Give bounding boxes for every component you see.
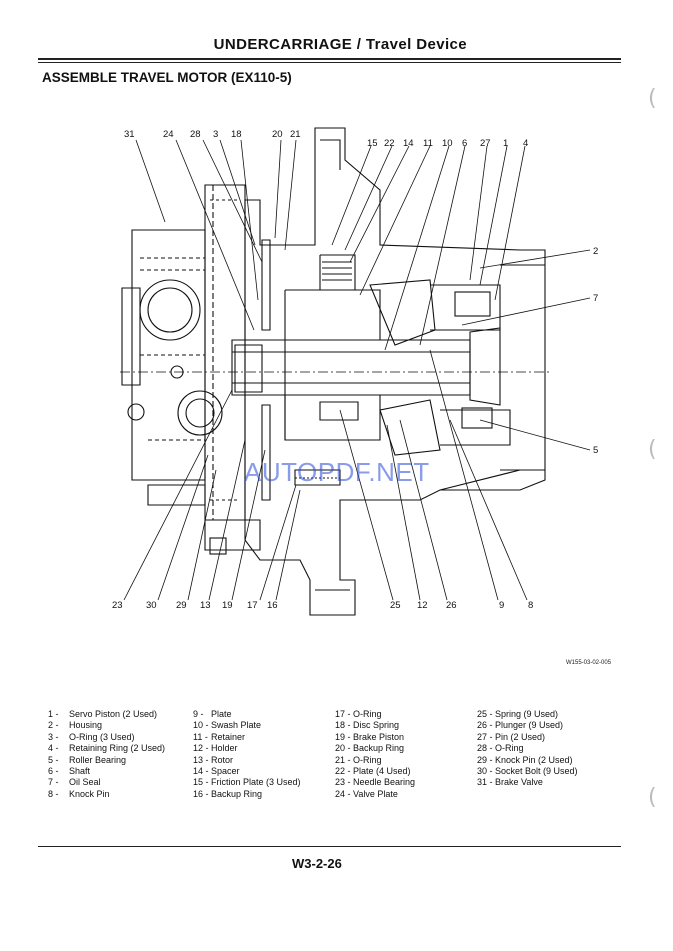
callout-label: 11	[423, 138, 433, 149]
callout-label: 15	[367, 138, 378, 149]
legend-item: 22 -Plate (4 Used)	[335, 766, 411, 777]
header-rule-thin	[38, 62, 621, 63]
callout-label: 28	[190, 129, 201, 140]
callout-label: 19	[222, 600, 233, 611]
legend-item: 14 -Spacer	[193, 766, 240, 777]
page-number: W3-2-26	[292, 856, 342, 871]
legend-item: 8 -Knock Pin	[48, 788, 110, 799]
legend-item: 23 -Needle Bearing	[335, 777, 416, 788]
legend-item: 4 -Retaining Ring (2 Used)	[48, 743, 166, 754]
legend-item: 5 -Roller Bearing	[48, 754, 127, 765]
callout-label: 4	[523, 138, 528, 149]
legend-item: 21 -O-Ring	[335, 754, 382, 765]
binder-hole-mark: (	[648, 86, 657, 111]
callout-label: 18	[231, 129, 242, 140]
legend-item: 26 -Plunger (9 Used)	[477, 720, 564, 731]
callout-label: 21	[290, 129, 301, 140]
callout-label: 30	[146, 600, 157, 611]
legend-item: 11 -Retainer	[193, 731, 246, 742]
legend-item: 29 -Knock Pin (2 Used)	[477, 754, 573, 765]
callout-label: 29	[176, 600, 187, 611]
callout-label: 10	[442, 138, 453, 149]
legend-item: 7 -Oil Seal	[48, 777, 101, 788]
legend-item: 15 -Friction Plate (3 Used)	[193, 777, 301, 788]
callout-label: 23	[112, 600, 123, 611]
section-title: ASSEMBLE TRAVEL MOTOR (EX110-5)	[42, 70, 292, 85]
legend-item: 12 -Holder	[193, 743, 238, 754]
callout-label: 17	[247, 600, 258, 611]
legend-item: 13 -Rotor	[193, 754, 234, 765]
callout-label: 5	[593, 445, 598, 456]
callout-label: 20	[272, 129, 283, 140]
callout-label: 14	[403, 138, 414, 149]
legend-item: 10 -Swash Plate	[193, 720, 262, 731]
binder-hole-mark: (	[648, 437, 657, 462]
binder-hole-mark: (	[648, 785, 657, 810]
callout-label: 12	[417, 600, 428, 611]
callout-label: 25	[390, 600, 401, 611]
callout-label: 16	[267, 600, 278, 611]
legend-item: 18 -Disc Spring	[335, 720, 400, 731]
legend-item: 3 -O-Ring (3 Used)	[48, 731, 135, 742]
legend-item: 30 -Socket Bolt (9 Used)	[477, 766, 578, 777]
legend-item: 28 -O-Ring	[477, 743, 524, 754]
legend-item: 25 -Spring (9 Used)	[477, 709, 559, 719]
callout-label: 27	[480, 138, 491, 149]
callout-label: 1	[503, 138, 508, 149]
legend-item: 19 -Brake Piston	[335, 731, 405, 742]
legend-item: 9 -Plate	[193, 709, 232, 719]
parts-legend-column-2: 9 -Plate 10 -Swash Plate 11 -Retainer 12…	[193, 709, 301, 800]
parts-legend-column-3: 17 -O-Ring 18 -Disc Spring 19 -Brake Pis…	[335, 709, 415, 800]
callout-label: 7	[593, 293, 598, 304]
legend-item: 17 -O-Ring	[335, 709, 382, 719]
callout-label: 26	[446, 600, 457, 611]
legend-item: 1 -Servo Piston (2 Used)	[48, 709, 158, 719]
legend-item: 20 -Backup Ring	[335, 743, 405, 754]
callout-label: 8	[528, 600, 533, 611]
watermark-text: AUTOPDF.NET	[244, 457, 430, 487]
parts-legend-column-1: 1 -Servo Piston (2 Used) 2 -Housing 3 -O…	[48, 709, 165, 800]
legend-item: 16 -Backup Ring	[193, 788, 263, 799]
legend-item: 27 -Pin (2 Used)	[477, 731, 546, 742]
footer-rule	[38, 846, 621, 847]
callout-label: 24	[163, 129, 174, 140]
figure-code: W155-03-02-005	[566, 660, 612, 666]
callout-label: 6	[462, 138, 467, 149]
callout-label: 22	[384, 138, 395, 149]
callout-label: 31	[124, 129, 135, 140]
parts-legend-column-4: 25 -Spring (9 Used) 26 -Plunger (9 Used)…	[477, 709, 578, 789]
legend-item: 6 -Shaft	[48, 766, 91, 777]
legend-item: 24 -Valve Plate	[335, 788, 398, 799]
header-rule	[38, 58, 621, 60]
legend-item: 31 -Brake Valve	[477, 777, 543, 788]
callout-label: 9	[499, 600, 504, 611]
callout-label: 13	[200, 600, 211, 611]
callout-label: 2	[593, 246, 598, 257]
callout-label: 3	[213, 129, 218, 140]
legend-item: 2 -Housing	[48, 720, 103, 731]
page-header-title: UNDERCARRIAGE / Travel Device	[213, 36, 467, 53]
